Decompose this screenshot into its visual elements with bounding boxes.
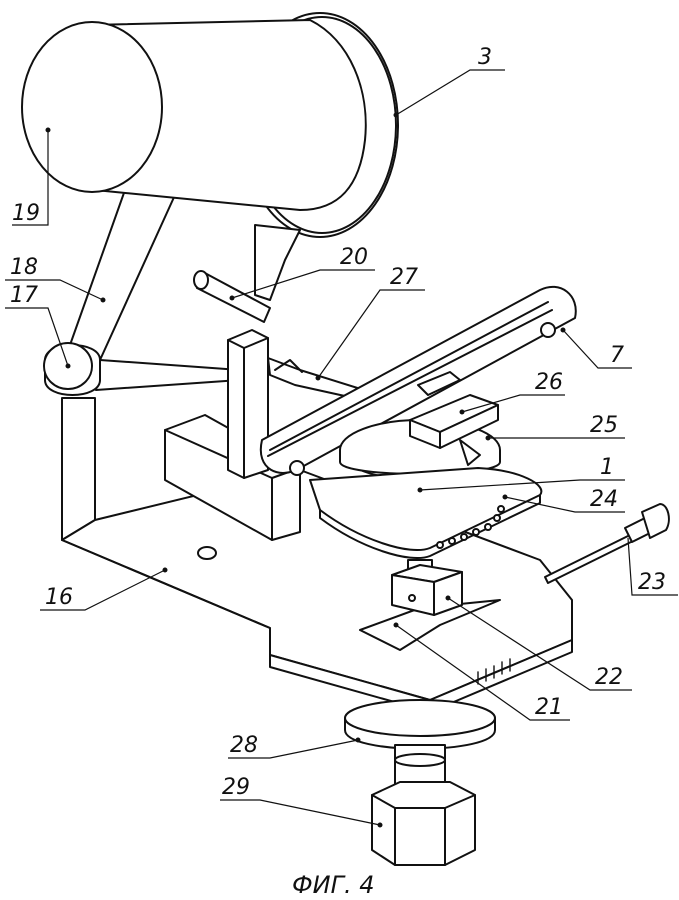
indicator-holes — [436, 505, 505, 549]
cube — [391, 559, 463, 616]
label-7: 7 — [610, 343, 624, 368]
label-25: 25 — [590, 413, 618, 438]
rotary-support — [344, 699, 496, 801]
label-23: 23 — [638, 570, 666, 595]
reference-labels: 3 19 18 17 20 27 7 26 25 1 24 23 16 22 2… — [10, 45, 666, 800]
leader-dots — [45, 112, 566, 828]
label-18: 18 — [10, 255, 38, 280]
label-1: 1 — [600, 455, 614, 480]
column-block — [164, 414, 301, 541]
hex-nut — [371, 781, 476, 866]
holder-block — [409, 371, 499, 449]
label-27: 27 — [390, 265, 418, 290]
vertical-guide — [227, 329, 269, 479]
label-28: 28 — [230, 733, 258, 758]
label-29: 29 — [222, 775, 250, 800]
belt-arm — [259, 285, 577, 476]
motor-assembly — [21, 12, 399, 301]
label-17: 17 — [10, 283, 38, 308]
label-16: 16 — [45, 585, 73, 610]
label-26: 26 — [535, 370, 563, 395]
vent-slits — [477, 658, 511, 685]
label-22: 22 — [595, 665, 623, 690]
label-21: 21 — [535, 695, 563, 720]
label-19: 19 — [12, 201, 40, 226]
adjust-shaft — [544, 503, 670, 584]
label-3: 3 — [478, 45, 492, 70]
plate — [309, 467, 543, 560]
pivot-hub — [43, 342, 101, 396]
label-24: 24 — [590, 487, 618, 512]
motor-arm — [69, 189, 241, 391]
figure-caption: ФИГ. 4 — [292, 871, 375, 899]
label-20: 20 — [340, 245, 368, 270]
leader-lines — [5, 69, 678, 826]
